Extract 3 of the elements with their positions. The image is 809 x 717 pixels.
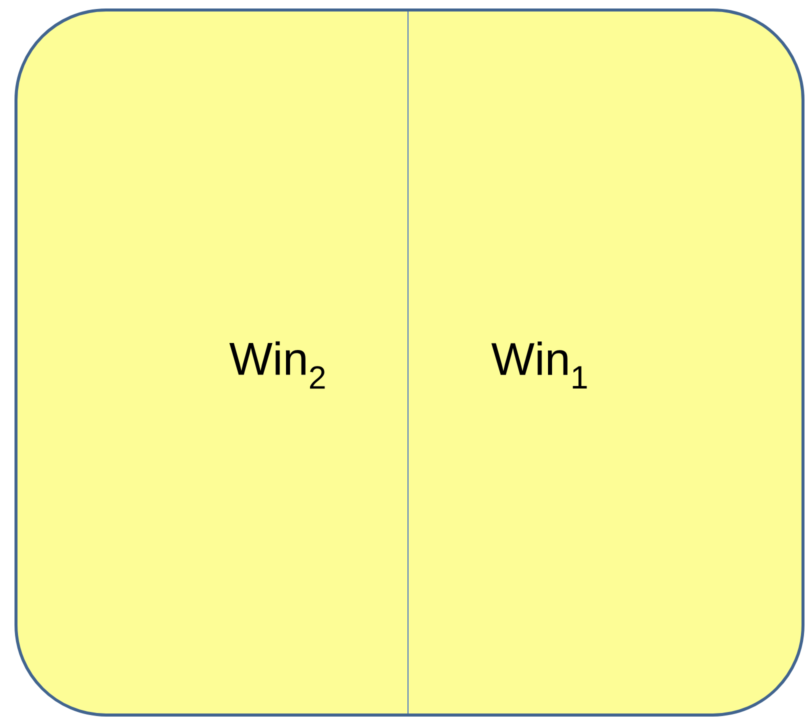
window-label: Win$_{2}$ [229, 341, 325, 389]
window-frame [14, 8, 804, 716]
window-label: Win$_{1}$ [491, 342, 587, 388]
